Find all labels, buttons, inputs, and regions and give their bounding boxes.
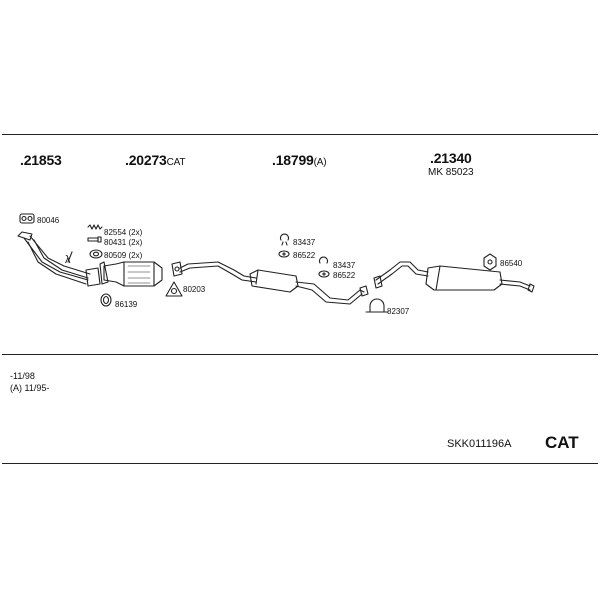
note-line-2: (A) 11/95- — [10, 383, 50, 393]
gasket-80203-icon — [165, 281, 183, 297]
rubber-86522-lower-icon — [318, 270, 330, 278]
flange-gasket-icon — [171, 261, 183, 277]
hanger-83437-upper-icon — [279, 233, 290, 246]
part-number-middle-silencer: .18799(A) — [272, 152, 327, 168]
middle-silencer-icon — [179, 261, 369, 305]
ring-86139-icon — [100, 293, 112, 307]
mounting-kit-number: MK 85023 — [428, 167, 474, 178]
label-80509: 80509 (2x) — [104, 251, 143, 260]
part-number-rear-silencer: .21340 — [430, 150, 472, 166]
label-83437-lower: 83437 — [333, 261, 356, 270]
rear-silencer-icon — [373, 261, 535, 293]
label-86540: 86540 — [500, 259, 523, 268]
part-number-catalyst: .20273CAT — [125, 152, 186, 168]
kit-code: SKK011196A — [447, 438, 512, 450]
rubber-86540-icon — [483, 253, 497, 271]
label-80046: 80046 — [37, 216, 60, 225]
gasket-80509-icon — [89, 249, 103, 259]
hanger-83437-lower-icon — [318, 256, 329, 264]
part-number-front-pipe: .21853 — [20, 152, 62, 168]
spring-82554-icon — [87, 224, 103, 230]
label-82554: 82554 (2x) — [104, 228, 143, 237]
label-86139: 86139 — [115, 300, 138, 309]
rubber-86522-upper-icon — [278, 250, 290, 258]
catalytic-converter-icon — [99, 261, 163, 287]
label-80203: 80203 — [183, 285, 206, 294]
label-86522-lower: 86522 — [333, 271, 356, 280]
clamp-82307-icon — [365, 298, 389, 313]
bolt-80431-icon — [87, 236, 102, 243]
lambda-sensor-symbol: λ — [65, 254, 71, 266]
note-line-1: -11/98 — [10, 371, 35, 381]
label-83437-upper: 83437 — [293, 238, 316, 247]
label-82307: 82307 — [387, 307, 410, 316]
gasket-80046-icon — [19, 213, 35, 224]
diagram-frame — [2, 134, 598, 464]
label-86522-upper: 86522 — [293, 251, 316, 260]
label-80431: 80431 (2x) — [104, 238, 143, 247]
category-label: CAT — [545, 433, 579, 452]
notes-divider — [2, 354, 598, 355]
front-pipe-icon — [17, 231, 101, 287]
